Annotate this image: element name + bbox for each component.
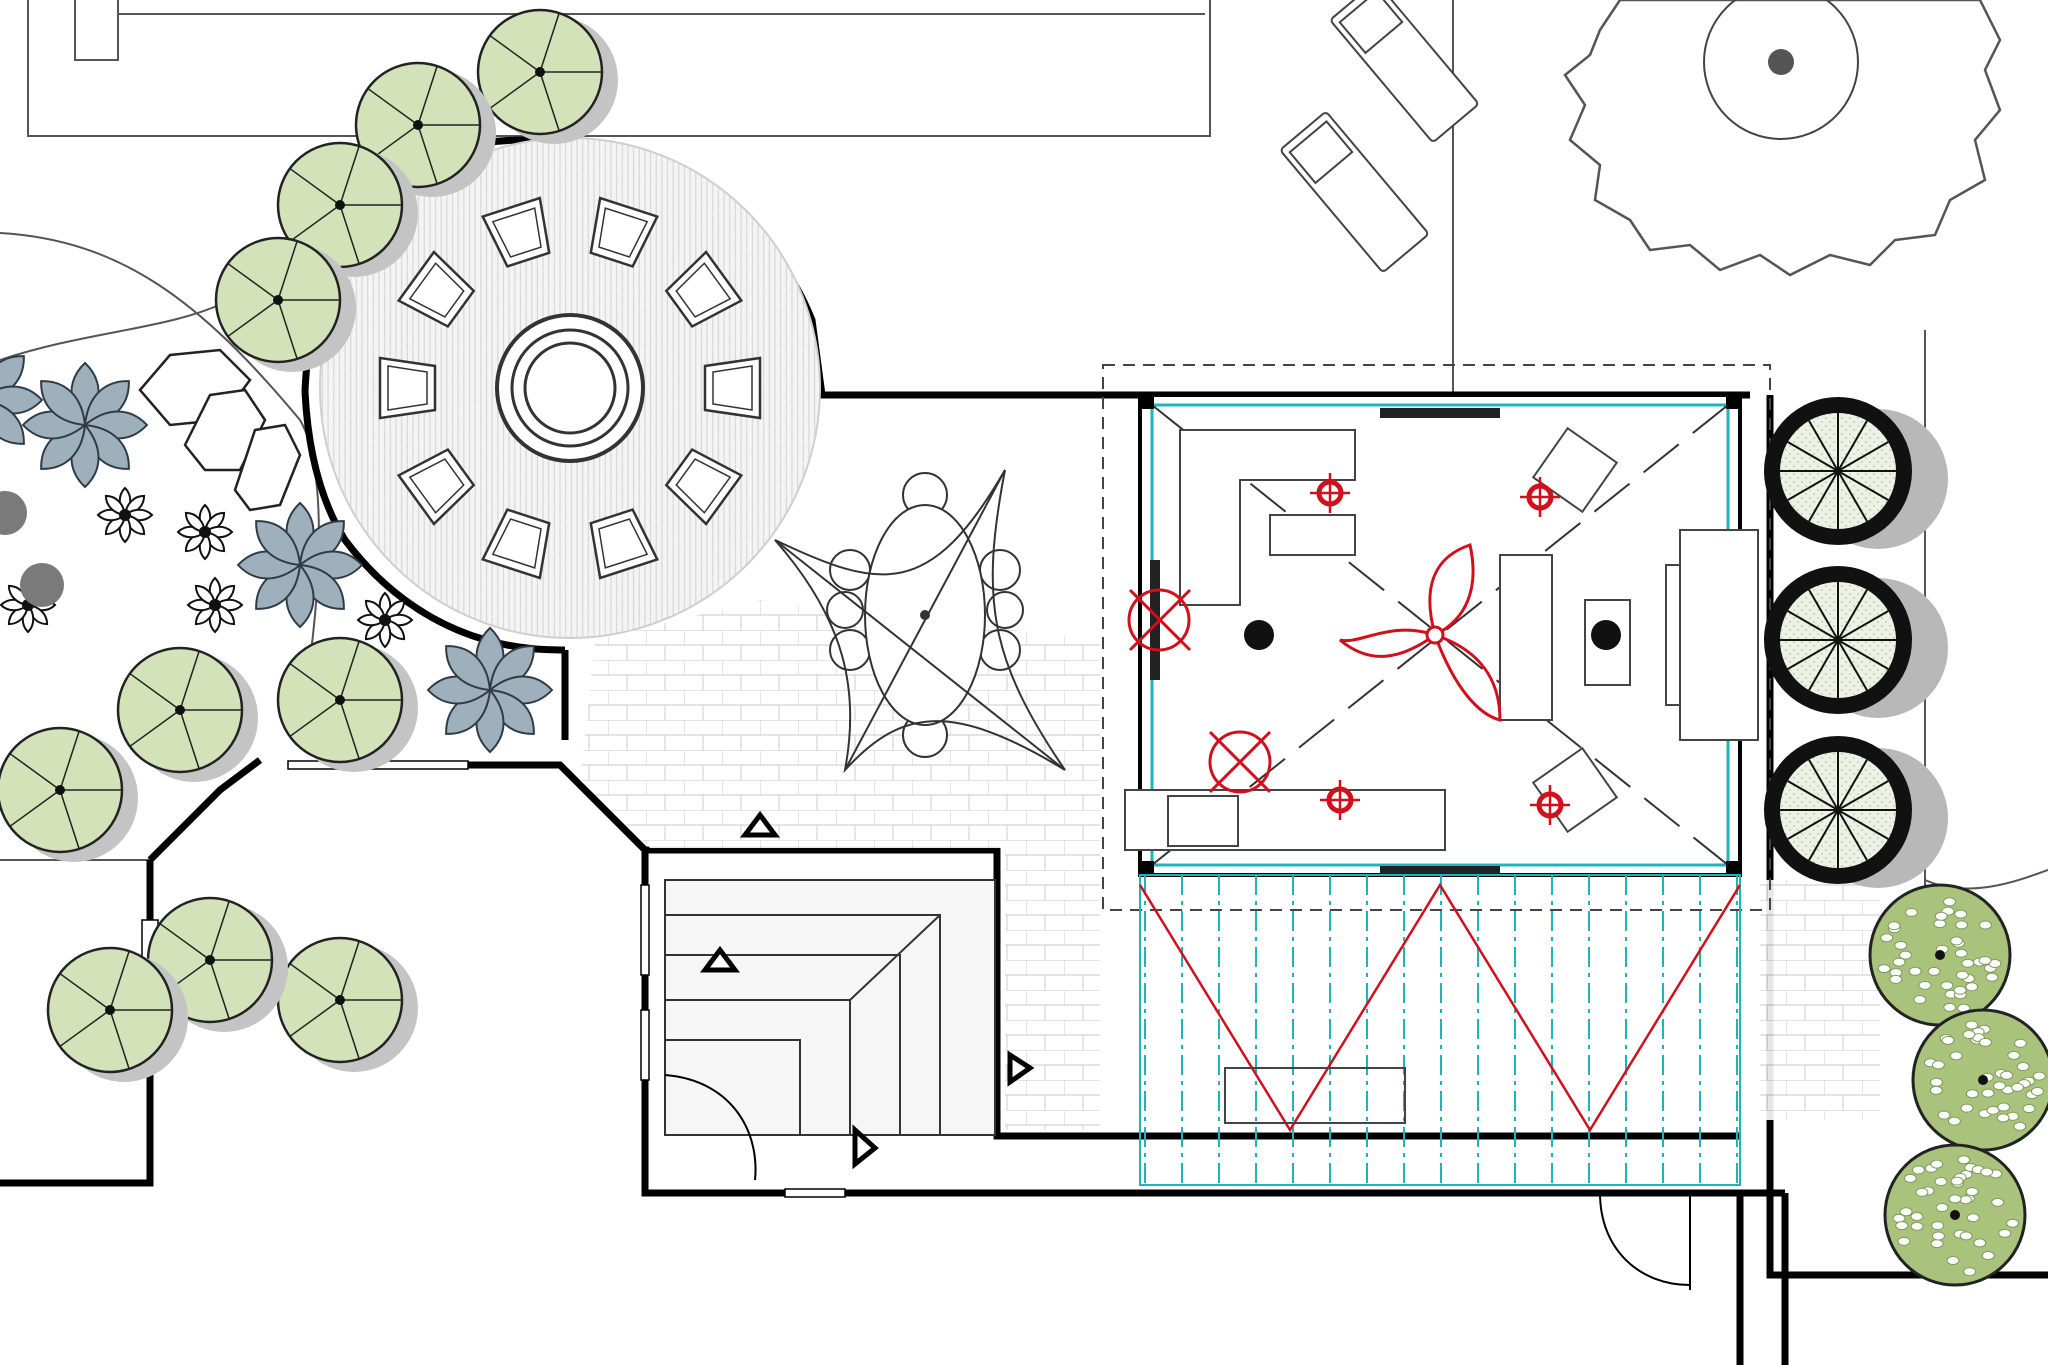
shade-sail [774, 469, 1066, 774]
agave [0, 355, 44, 445]
cypress-trees [1764, 397, 1948, 888]
chair [396, 250, 476, 329]
chair [664, 447, 744, 526]
downlight [1320, 780, 1360, 820]
firepit-chairs [378, 196, 762, 580]
agave [426, 626, 554, 754]
pergola-furniture [1124, 426, 1759, 851]
chair [703, 356, 762, 420]
lounge-chairs [1280, 0, 1479, 272]
ceiling-fan [1339, 543, 1502, 722]
stepping-stones [138, 348, 302, 512]
chair [480, 196, 551, 268]
shrub [214, 236, 356, 372]
chair [480, 508, 551, 580]
chair [396, 447, 476, 526]
dining-set [826, 472, 1024, 758]
step-arrows [700, 810, 1035, 1170]
downlight [1520, 477, 1560, 517]
shrub [0, 726, 138, 862]
chair [589, 196, 660, 268]
shrub [354, 61, 496, 197]
succulent [176, 503, 234, 561]
flowering-shrubs [1868, 883, 2048, 1287]
shade-structure [1138, 874, 1742, 1186]
shrub [116, 646, 258, 782]
wall-fixtures [1127, 588, 1272, 794]
downlight [1530, 785, 1570, 825]
agave [21, 361, 149, 489]
chair [378, 356, 437, 420]
shrub [276, 936, 418, 1072]
tree-canopy [1563, 0, 2002, 277]
paver-patio [580, 600, 1880, 1130]
succulent [96, 486, 154, 544]
speakers [1244, 620, 1621, 650]
flowering-shrub [1868, 883, 2012, 1027]
flowering-shrub [1911, 1008, 2048, 1152]
chair [589, 508, 660, 580]
door [664, 1074, 1691, 1290]
shrub [476, 8, 618, 144]
shrub [276, 636, 418, 772]
steps [664, 879, 996, 1136]
shrub [46, 946, 188, 1082]
agave-plants [0, 355, 554, 754]
shrubs [0, 8, 618, 1082]
agave [236, 501, 364, 629]
succulent [186, 576, 244, 634]
downlight [1310, 473, 1350, 513]
cypress [1764, 566, 1948, 718]
chair [664, 250, 744, 329]
downlights [1310, 473, 1570, 825]
succulent [356, 591, 414, 649]
shrub [276, 141, 418, 277]
cypress [1764, 736, 1948, 888]
flowering-shrub [1883, 1143, 2027, 1287]
cypress [1764, 397, 1948, 549]
boulders [0, 491, 64, 607]
